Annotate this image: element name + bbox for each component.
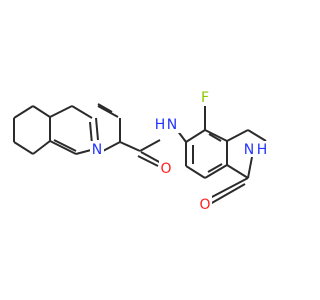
bond-line — [49, 140, 77, 155]
pyridine-nitrogen-label: N — [92, 142, 102, 158]
bond-line — [71, 105, 93, 119]
lactam-oxygen-bg — [198, 196, 212, 212]
bond-line — [226, 164, 249, 179]
lactam-nh-h-label: H — [257, 142, 268, 158]
bond-line — [13, 105, 34, 119]
bond-line — [204, 164, 228, 179]
amide-nh-n-label: N — [167, 117, 177, 133]
bond-line — [137, 155, 159, 167]
bond-line — [185, 165, 206, 179]
bond-line — [119, 141, 141, 152]
bond-line — [13, 141, 34, 155]
bond-line — [204, 129, 228, 142]
bond-line — [32, 105, 51, 118]
bond-line — [207, 163, 223, 173]
bond-line — [139, 139, 161, 152]
lactam-nh-n-label: N — [244, 142, 254, 158]
bond-line — [247, 129, 267, 142]
bond-line — [209, 177, 249, 199]
bonds — [13, 103, 267, 205]
bond-line — [226, 129, 249, 142]
bond-line — [32, 140, 51, 155]
carbonyl-oxygen-bg — [159, 160, 173, 176]
carbonyl-oxygen-label: O — [160, 161, 171, 177]
lactam-nh-bg — [245, 141, 270, 157]
bond-line — [208, 133, 222, 142]
fluorine-bg — [198, 89, 212, 105]
bond-line — [209, 183, 246, 205]
chemical-structure: N O H N F N H O — [13, 89, 270, 213]
bond-line — [185, 129, 206, 143]
bond-line — [247, 156, 253, 179]
bond-line — [95, 117, 99, 141]
amide-nh-bg — [156, 117, 181, 133]
bond-line — [140, 151, 162, 164]
bond-line — [53, 139, 77, 152]
bond-line — [97, 103, 113, 113]
bond-line — [97, 105, 119, 118]
bond-line — [75, 149, 92, 155]
bond-line — [49, 105, 73, 118]
lactam-oxygen-label: O — [199, 197, 210, 213]
bond-line — [89, 121, 93, 145]
atom-labels: N O H N F N H O — [90, 89, 270, 213]
fluorine-label: F — [201, 90, 209, 106]
bond-line — [100, 141, 121, 153]
amide-nh-h-label: H — [155, 117, 166, 133]
pyridine-nitrogen-bg — [90, 141, 104, 157]
